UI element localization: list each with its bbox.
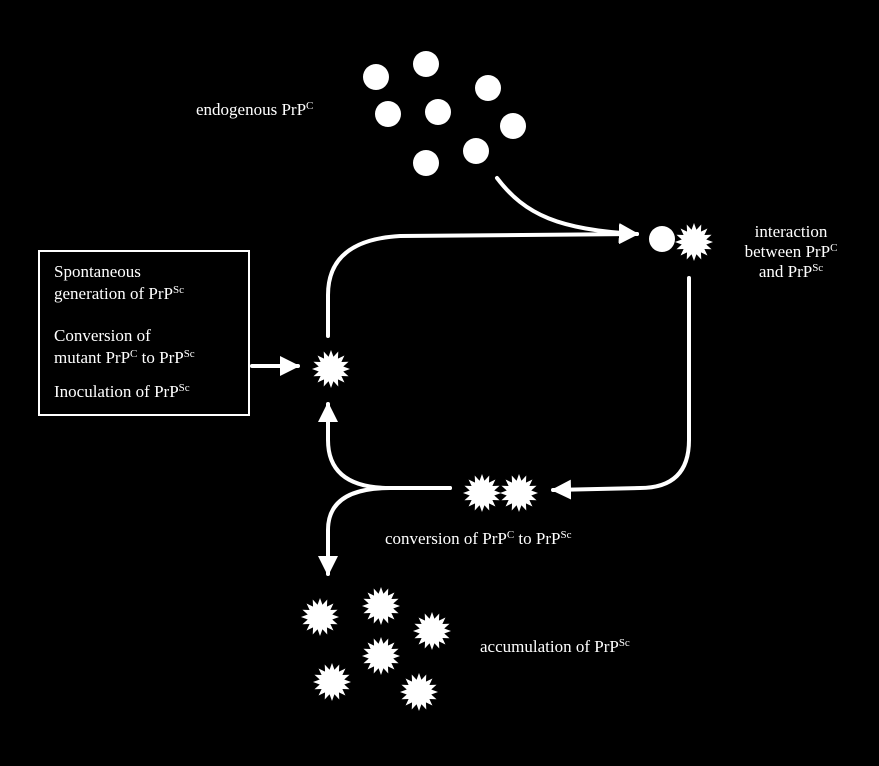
conversion-label: conversion of PrPC to PrPSc: [385, 529, 572, 548]
prpc-circle: [363, 64, 389, 90]
accumulated-prpsc-star: [362, 587, 400, 625]
prpc-circle: [375, 101, 401, 127]
accumulated-prpsc-star: [313, 663, 351, 701]
source-conversion-line1: Conversion of: [54, 326, 151, 345]
prpc-circle: [425, 99, 451, 125]
prpsc-starbursts: [301, 223, 713, 711]
interaction-label: interaction between PrPC and PrPSc: [738, 222, 844, 282]
interaction-label-line2: between PrPC: [744, 242, 838, 261]
accumulated-prpsc-star: [400, 673, 438, 711]
interaction-label-line1: interaction: [754, 222, 828, 241]
source-inoculation-line: Inoculation of PrPSc: [54, 382, 190, 401]
prpc-circle: [413, 51, 439, 77]
cycle-right-arrow: [551, 276, 691, 500]
prpc-circle: [500, 113, 526, 139]
accumulated-prpsc-star: [413, 612, 451, 650]
prpc-circle: [475, 75, 501, 101]
interaction-prpsc-star: [675, 223, 713, 261]
conversion-prpsc-star: [463, 474, 501, 512]
seed-prpsc-star: [312, 350, 350, 388]
endogenous-prpc-cluster: [363, 51, 526, 176]
prpc-circle: [463, 138, 489, 164]
interaction-prpc-circle: [649, 226, 675, 252]
source-spontaneous-line2: generation of PrPSc: [54, 284, 184, 303]
cycle-bottom-arrow: [318, 402, 452, 490]
cycle-top-arrow: [326, 224, 639, 338]
accumulated-prpsc-star: [301, 598, 339, 636]
prpc-circle: [413, 150, 439, 176]
source-spontaneous-line1: Spontaneous: [54, 262, 141, 281]
to-accumulation-arrow: [318, 486, 452, 576]
accumulated-prpsc-star: [362, 637, 400, 675]
endogenous-to-interaction-arrow: [495, 176, 639, 244]
interaction-label-line3: and PrPSc: [758, 262, 824, 281]
source-conversion-line2: mutant PrPC to PrPSc: [54, 348, 195, 367]
prpsc-sources-box: Spontaneous generation of PrPSc Conversi…: [38, 250, 250, 416]
accumulation-label: accumulation of PrPSc: [480, 637, 630, 656]
endogenous-label: endogenous PrPC: [196, 100, 314, 119]
conversion-prpsc-star: [500, 474, 538, 512]
arrows: [250, 176, 691, 576]
